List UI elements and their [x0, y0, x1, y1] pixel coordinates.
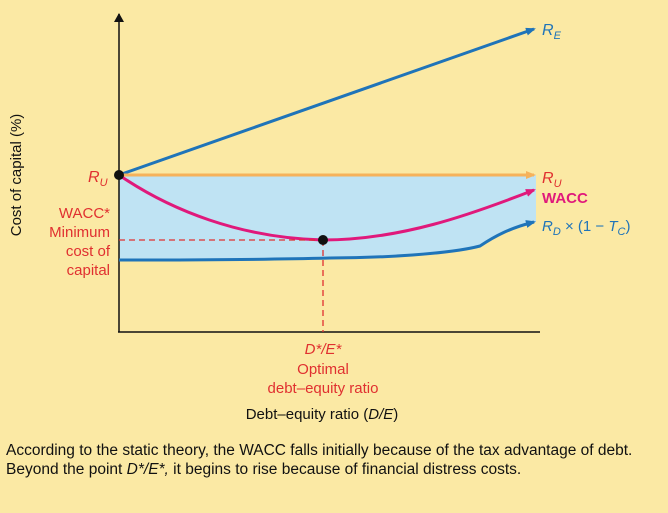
optimal-annotation: D*/E* Optimal debt–equity ratio — [268, 341, 379, 397]
wacc-label: WACC — [542, 190, 588, 207]
figure-caption: According to the static theory, the WACC… — [6, 441, 646, 479]
wacc-min-line-2: Minimum — [49, 224, 110, 241]
re-label: RE — [542, 22, 562, 42]
optimal-line-1: D*/E* — [305, 341, 343, 358]
caption-part-1: According to the static theory, the WACC… — [6, 442, 633, 478]
wacc-min-line-1: WACC* — [59, 205, 110, 222]
re-line — [118, 27, 536, 177]
wacc-min-annotation: WACC* Minimum cost of capital — [49, 205, 111, 279]
tax-shield-band — [119, 175, 536, 260]
wacc-min-point — [318, 235, 328, 245]
static-theory-diagram: Cost of capital (%) Debt–equity ratio (D… — [8, 13, 630, 423]
wacc-min-line-4: capital — [67, 262, 110, 279]
ru-label-left: RU — [88, 169, 108, 189]
caption-part-2: it begins to rise because of financial d… — [168, 461, 522, 478]
ru-point — [114, 170, 124, 180]
y-axis-label: Cost of capital (%) — [8, 114, 25, 237]
x-axis-label: Debt–equity ratio (D/E) — [246, 406, 399, 423]
optimal-line-3: debt–equity ratio — [268, 380, 379, 397]
optimal-line-2: Optimal — [297, 361, 349, 378]
ru-label-right: RU — [542, 170, 562, 190]
caption-emphasis: D*/E*, — [126, 461, 169, 478]
wacc-min-line-3: cost of — [66, 243, 111, 260]
rd-curve — [118, 220, 536, 262]
rd-label: RD × (1 − TC) — [542, 218, 630, 238]
